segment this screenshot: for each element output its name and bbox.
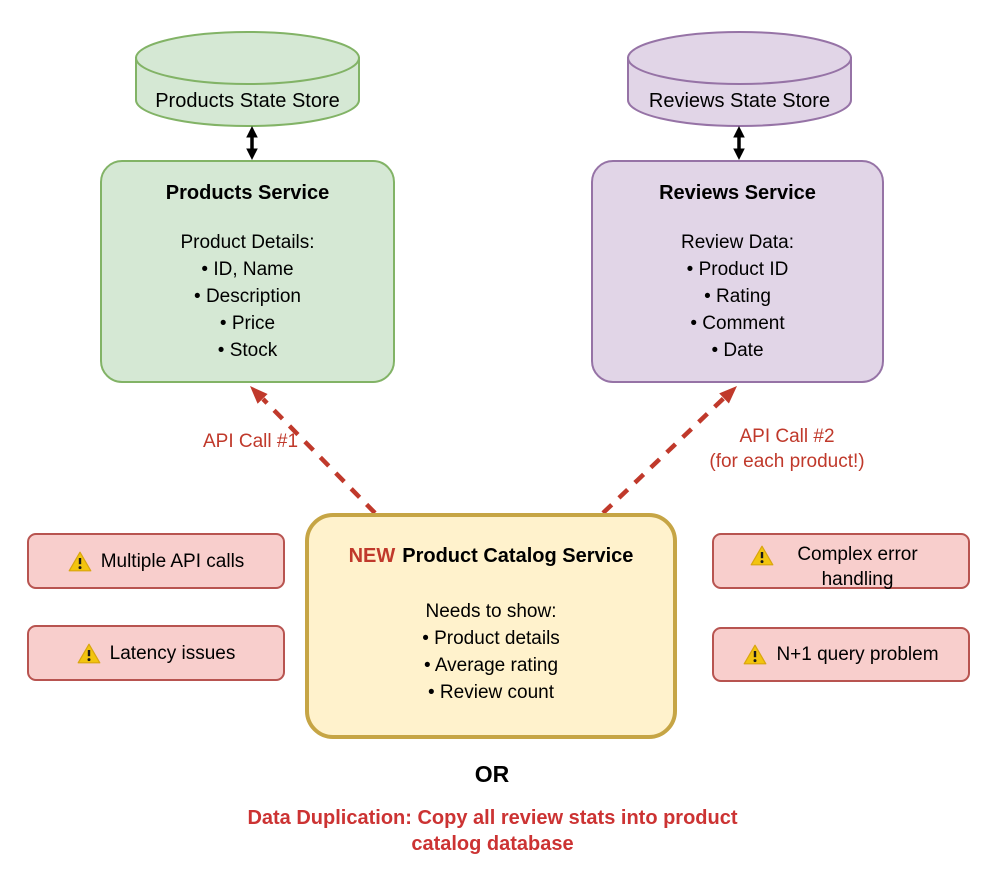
catalog-line: • Product details (422, 628, 560, 649)
reviews-service-title: Reviews Service (659, 182, 816, 204)
warning-label: Latency issues (109, 642, 236, 664)
warning-icon (744, 644, 767, 665)
products-service-line: • Price (219, 313, 276, 334)
data-duplication-note: Data Duplication: Copy all review stats … (180, 805, 805, 857)
api-call-1-label: API Call #1 (202, 431, 299, 452)
reviews-service-line: • Date (711, 340, 764, 361)
reviews-sync-arrow-icon (733, 126, 745, 160)
product-catalog-service-title-text: Product Catalog Service (402, 545, 634, 567)
products-service-box: Products Service Product Details: • ID, … (100, 160, 395, 383)
products-service-line: • ID, Name (201, 259, 294, 280)
products-service-title: Products Service (165, 182, 330, 204)
warning-label: Multiple API calls (100, 550, 245, 572)
warning-icon (77, 643, 101, 663)
products-service-line: • Description (194, 286, 301, 307)
warning-latency-issues: Latency issues (27, 625, 285, 681)
api-call-2-label: API Call #2 (for each product!) (688, 424, 886, 474)
warning-icon (750, 545, 773, 566)
reviews-service-line: • Product ID (686, 259, 789, 280)
catalog-line: Needs to show: (425, 601, 557, 622)
products-store-label: Products State Store (155, 90, 340, 112)
reviews-store-label: Reviews State Store (648, 90, 831, 112)
warning-label: N+1 query problem (776, 644, 939, 665)
products-sync-arrow-icon (246, 126, 258, 160)
warning-label: Complex error handling (797, 544, 918, 590)
reviews-service-line: • Rating (704, 286, 771, 307)
new-badge: NEW (348, 545, 396, 567)
api-call-2-label-line1: API Call #2 (739, 426, 835, 447)
data-duplication-note-line2: catalog database (411, 833, 574, 855)
warning-multiple-api-calls: Multiple API calls (27, 533, 285, 589)
warning-complex-error-handling: Complex error handling (712, 533, 970, 590)
warning-icon (68, 551, 92, 571)
warning-n-plus-1-query: N+1 query problem (712, 627, 970, 682)
catalog-line: • Average rating (423, 655, 559, 676)
catalog-line: • Review count (428, 682, 554, 703)
product-catalog-service-box: NEW Product Catalog Service Needs to show… (305, 513, 677, 739)
reviews-service-line: Review Data: (681, 232, 794, 253)
data-duplication-note-line1: Data Duplication: Copy all review stats … (247, 807, 738, 829)
products-service-line: • Stock (217, 340, 278, 361)
reviews-service-line: • Comment (690, 313, 785, 334)
api-call-2-label-line2: (for each product!) (709, 451, 865, 472)
products-service-line: Product Details: (180, 232, 315, 253)
or-label: OR (474, 761, 510, 787)
product-catalog-service-title: NEW Product Catalog Service (349, 545, 634, 568)
reviews-service-box: Reviews Service Review Data: • Product I… (591, 160, 884, 383)
